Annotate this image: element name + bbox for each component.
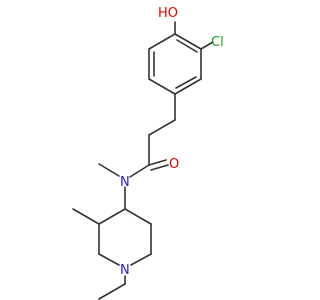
bond-cl <box>200 41 214 50</box>
benzene-ring <box>148 33 202 95</box>
bond <box>148 78 176 95</box>
bond <box>174 33 202 50</box>
carbonyl-oxygen-label: O <box>169 157 179 172</box>
amide-nitrogen-label: N <box>120 175 130 190</box>
bond <box>148 33 176 50</box>
bond <box>148 119 176 136</box>
double-bond <box>175 76 197 89</box>
bond-co <box>148 159 167 166</box>
bond <box>130 253 152 266</box>
bond-ring-methyl <box>72 208 100 225</box>
bond <box>98 208 126 225</box>
structure-diagram: HO Cl O N N <box>72 6 224 300</box>
molecule-canvas: HO Cl O N N <box>72 6 224 300</box>
hydroxyl-label: HO <box>158 6 178 21</box>
bond-cn <box>129 164 150 178</box>
bond-co-double <box>150 164 169 171</box>
bond <box>124 208 152 225</box>
bond-n-methyl <box>98 163 120 177</box>
chlorine-label: Cl <box>211 35 224 50</box>
ring-nitrogen-label: N <box>120 263 130 278</box>
piperidine-ring <box>98 208 152 266</box>
bond-ethyl <box>98 283 126 300</box>
double-bond <box>176 39 198 53</box>
bond <box>98 253 120 266</box>
bond <box>174 78 202 95</box>
